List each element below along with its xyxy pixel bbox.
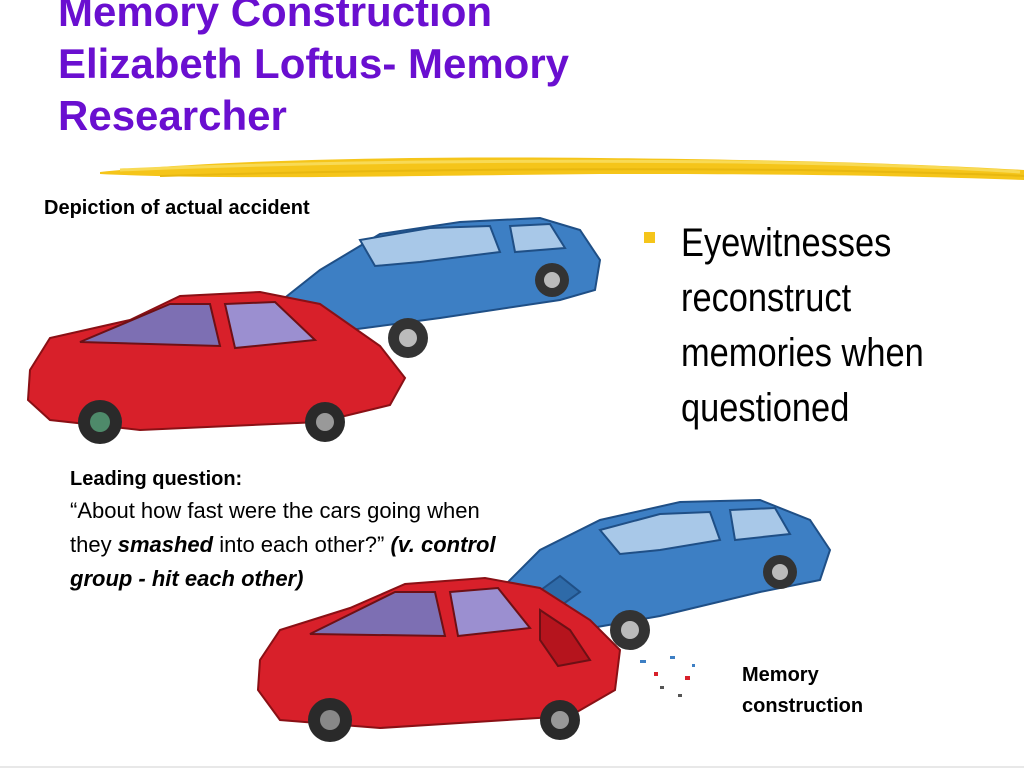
control-group-note: (v. control group - hit each other) [70,532,496,591]
bullet-line: questioned [681,386,850,430]
question-text-part1: “About how fast were the cars going when… [70,498,480,557]
caption-memory-construction: Memory construction [742,660,942,722]
accident-illustration [26,216,602,444]
red-car-crashed-illustration [256,576,622,742]
crashed-cars-illustration [256,498,832,742]
leading-question-block: Leading question: “About how fast were t… [70,464,500,596]
slide-title: Memory Construction Elizabeth Loftus- Me… [58,0,758,142]
bullet-line: Eyewitnesses [681,221,892,265]
caption-memory-line: Memory [742,664,819,686]
leading-question-heading: Leading question: [70,468,243,490]
debris-icon [640,656,695,697]
bullet-text: Eyewitnesses reconstruct memories when q… [681,216,965,436]
caption-actual-accident: Depiction of actual accident [44,197,310,219]
blue-car-crashed-illustration [498,498,832,650]
title-line: Elizabeth Loftus- Memory [58,40,570,87]
footer-divider [0,766,1024,768]
question-emphasis: smashed [117,532,214,557]
bullet-line: memories when [681,331,924,375]
blue-car-illustration [280,216,602,358]
red-car-illustration [26,290,407,444]
title-line: Memory Construction [58,0,493,35]
title-line: Researcher [58,92,287,139]
question-text-part2: into each other?” [213,532,391,557]
caption-memory-line: construction [742,695,864,717]
bullet-line: reconstruct [681,276,852,320]
bullet-square-icon [644,232,655,243]
yellow-brush-stroke-icon [100,157,1024,180]
